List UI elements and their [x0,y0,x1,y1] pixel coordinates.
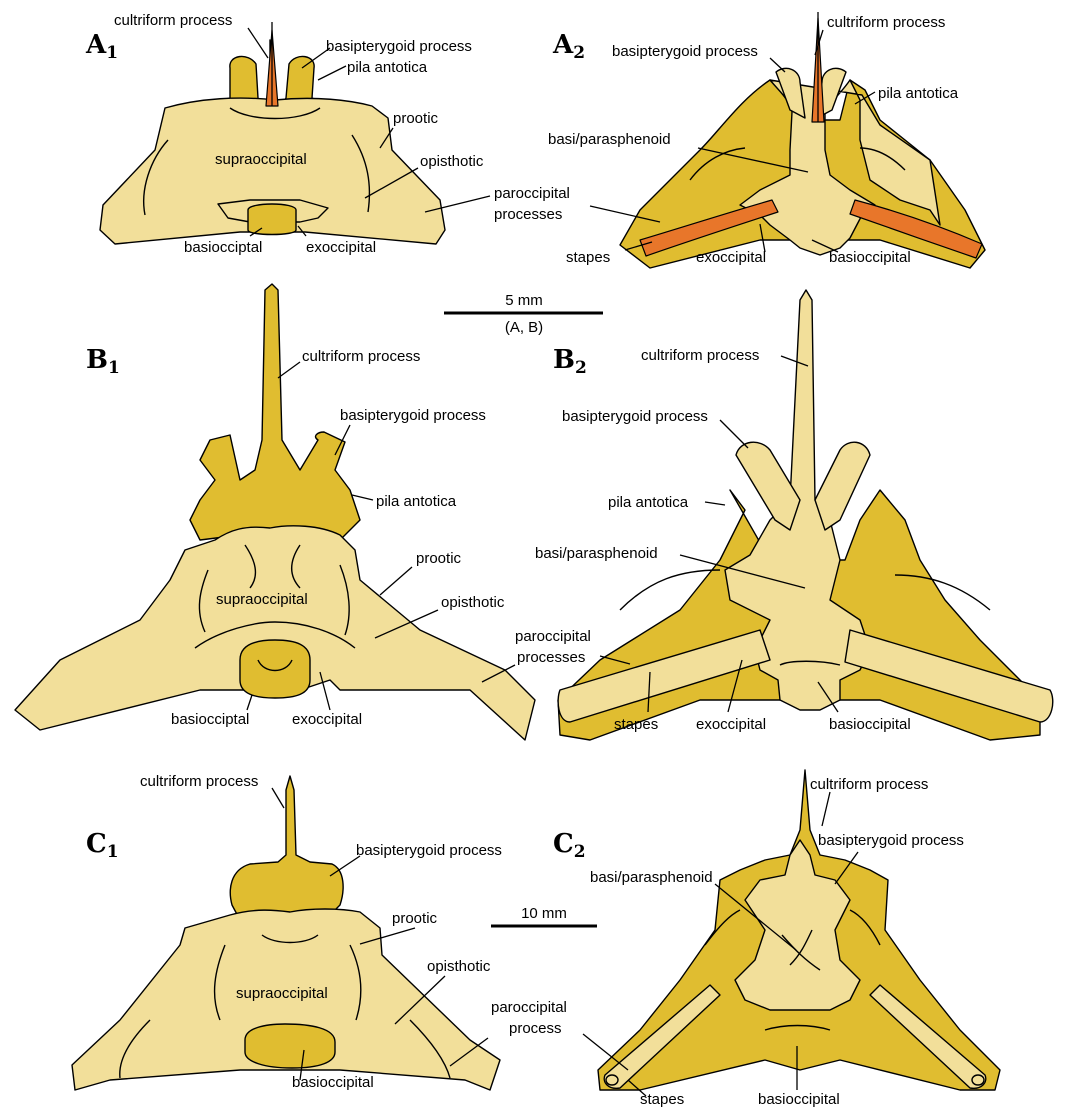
panel-a2-sub: 2 [573,43,585,63]
scalebar-ab-length: 5 mm [505,292,543,309]
a2-basipara-label: basi/parasphenoid [548,131,671,148]
c1-prootic-label: prootic [392,910,438,927]
b1-basioccipital-label: basiocciptal [171,711,249,728]
a2-cultriform-label: cultriform process [827,14,945,31]
c2-cultriform-label: cultriform process [810,776,928,793]
c1-basioccipital-label: basioccipital [292,1074,374,1091]
c1-basipterygoid-label: basipterygoid process [356,842,502,859]
scalebar-c: 10 mm [491,905,597,928]
c1-process-label: process [509,1020,562,1037]
b2-basipterygoid-label: basipterygoid process [562,408,708,425]
labels-a2: cultriform process basipterygoid process… [548,14,959,266]
svg-text:C2: C2 [553,829,586,862]
a1-supraoccipital-label: supraoccipital [215,151,307,168]
a1-cultriform-label: cultriform process [114,12,232,29]
scalebar-ab-applies: (A, B) [505,319,543,336]
svg-text:C1: C1 [86,829,119,862]
panel-c1-drawing [71,775,501,1091]
panel-b1-letter: B [86,345,108,375]
a1-processes-label: processes [494,206,562,223]
panel-a1-drawing [99,22,446,245]
scalebar-c-length: 10 mm [521,905,567,922]
c2-stapes-label: stapes [640,1091,684,1108]
labels-c2: cultriform process basipterygoid process… [590,776,964,1108]
b2-basipara-label: basi/parasphenoid [535,545,658,562]
panel-b2-sub: 2 [575,358,587,378]
labels-a1: cultriform process basipterygoid process… [114,12,570,256]
a2-pila-label: pila antotica [878,85,959,102]
panel-b1-sub: 1 [108,358,120,378]
labels-b1: cultriform process basipterygoid process… [171,348,591,728]
c2-basipterygoid-label: basipterygoid process [818,832,964,849]
svg-text:B1: B1 [86,345,120,378]
panel-a2-drawing [619,12,986,269]
a1-basioccipital-label: basiocciptal [184,239,262,256]
a1-opisthotic-label: opisthotic [420,153,484,170]
panel-b2-drawing [557,289,1054,741]
b1-opisthotic-label: opisthotic [441,594,505,611]
svg-text:A1: A1 [85,30,118,63]
b1-supraoccipital-label: supraoccipital [216,591,308,608]
b1-paroccipital-label: paroccipital [515,628,591,645]
panel-a1-letter: A [85,30,107,60]
b1-cultriform-label: cultriform process [302,348,420,365]
svg-text:B2: B2 [553,345,587,378]
labels-b2: cultriform process basipterygoid process… [535,347,911,733]
panel-c2-sub: 2 [574,842,586,862]
c1-paroccipital-label: paroccipital [491,999,567,1016]
b1-basipterygoid-label: basipterygoid process [340,407,486,424]
a2-stapes-label: stapes [566,249,610,266]
a1-paroccipital-label: paroccipital [494,185,570,202]
c1-supraoccipital-label: supraoccipital [236,985,328,1002]
c1-cultriform-label: cultriform process [140,773,258,790]
b2-stapes-label: stapes [614,716,658,733]
panel-a1-sub: 1 [106,43,118,63]
c2-basioccipital-label: basioccipital [758,1091,840,1108]
panel-b2-letter: B [553,345,575,375]
a1-exoccipital-label: exoccipital [306,239,376,256]
panel-a2-letter: A [552,30,574,60]
b2-exoccipital-label: exoccipital [696,716,766,733]
a1-prootic-label: prootic [393,110,439,127]
b2-cultriform-label: cultriform process [641,347,759,364]
b1-prootic-label: prootic [416,550,462,567]
panel-b1-drawing [14,283,536,741]
panel-c1-sub: 1 [107,842,119,862]
panel-c2-letter: C [553,829,574,859]
a2-basipterygoid-label: basipterygoid process [612,43,758,60]
b1-pila-label: pila antotica [376,493,457,510]
b1-exoccipital-label: exoccipital [292,711,362,728]
leader-lines [246,27,876,1097]
b2-basioccipital-label: basioccipital [829,716,911,733]
svg-text:A2: A2 [552,30,585,63]
labels-c1: cultriform process basipterygoid process… [140,773,567,1091]
c1-opisthotic-label: opisthotic [427,958,491,975]
panel-c1-letter: C [86,829,107,859]
panel-c2-drawing [597,769,1001,1091]
scalebar-ab: 5 mm (A, B) [444,292,603,336]
a1-basipterygoid-label: basipterygoid process [326,38,472,55]
c2-basipara-label: basi/parasphenoid [590,869,713,886]
a2-exoccipital-label: exoccipital [696,249,766,266]
a2-basioccipital-label: basioccipital [829,249,911,266]
panel-letters: A1 A2 B1 B2 C1 C2 [85,30,587,862]
b2-pila-label: pila antotica [608,494,689,511]
b1-processes-label: processes [517,649,585,666]
a1-pila-label: pila antotica [347,59,428,76]
